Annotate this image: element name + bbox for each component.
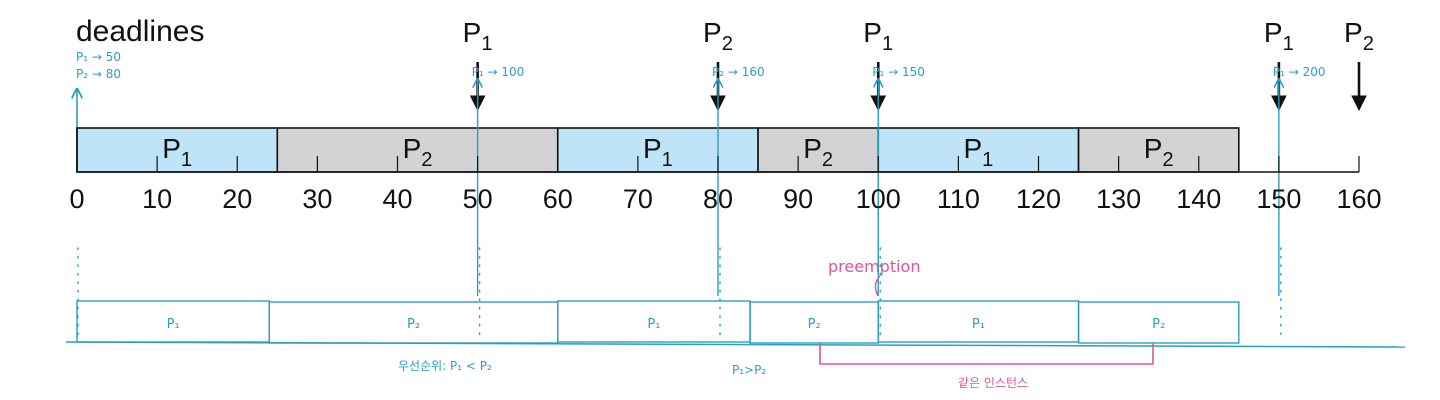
axis-tick-label: 140 bbox=[1176, 184, 1221, 214]
same-instance-label: 같은 인스턴스 bbox=[958, 376, 1028, 390]
lower-segment-label: P₂ bbox=[1152, 317, 1165, 332]
same-instance-bracket bbox=[819, 343, 1154, 365]
lower-segment-label: P₁ bbox=[647, 317, 660, 332]
schedule-segment-label: P2 bbox=[803, 133, 833, 171]
deadline-label: P1 bbox=[1264, 17, 1294, 55]
schedule-segment bbox=[276, 127, 559, 173]
preemption-curve bbox=[874, 275, 881, 297]
schedule-segment-label: P1 bbox=[643, 133, 673, 171]
axis-tick-label: 70 bbox=[623, 184, 653, 214]
schedule-segment bbox=[1077, 127, 1240, 173]
lower-handwritten-timeline: P₁ P₂ P₁ P₂ P₁ P₂ bbox=[65, 247, 1406, 348]
time-axis: 0 10 20 30 40 50 60 70 80 90 100 110 120 130 140 150 160 bbox=[69, 128, 1382, 214]
axis-tick-label: 0 bbox=[69, 184, 84, 214]
preemption-label: preemption bbox=[828, 257, 920, 276]
schedule-segment-label: P1 bbox=[162, 133, 192, 171]
axis-tick-label: 10 bbox=[142, 184, 172, 214]
schedule-segment-label: P2 bbox=[1144, 133, 1174, 171]
axis-tick-label: 130 bbox=[1096, 184, 1141, 214]
lower-segment-label: P₁ bbox=[972, 317, 985, 332]
diagram-title: deadlines bbox=[76, 15, 204, 48]
deadline-note: P₁ → 200 bbox=[1273, 65, 1326, 79]
initial-deadline-note: P₁ → 50 bbox=[76, 50, 121, 64]
priority-note-1: 우선순위: P₁ < P₂ bbox=[398, 359, 492, 373]
deadline-note: P₁ → 100 bbox=[472, 65, 525, 79]
lower-segment-label: P₁ bbox=[167, 317, 180, 332]
axis-tick-label: 100 bbox=[856, 184, 901, 214]
deadline-label: P2 bbox=[703, 17, 733, 55]
axis-tick-label: 120 bbox=[1016, 184, 1061, 214]
deadline-label: P2 bbox=[1344, 17, 1374, 55]
deadline-note: P₂ → 160 bbox=[712, 65, 765, 79]
deadline-label: P1 bbox=[463, 17, 493, 55]
priority-note-2: P₁>P₂ bbox=[732, 363, 766, 377]
axis-tick-label: 60 bbox=[543, 184, 573, 214]
schedule-segment-label: P1 bbox=[963, 133, 993, 171]
lower-segment-label: P₂ bbox=[407, 317, 420, 332]
axis-tick-label: 110 bbox=[937, 184, 980, 214]
axis-tick-label: 80 bbox=[703, 184, 733, 214]
schedule-bar: P1 P2 P1 P2 P1 P2 bbox=[76, 127, 1240, 173]
axis-tick-label: 50 bbox=[463, 184, 493, 214]
axis-tick-label: 40 bbox=[382, 184, 412, 214]
initial-deadline-note: P₂ → 80 bbox=[76, 67, 121, 81]
schedule-segment bbox=[757, 127, 880, 173]
axis-tick-label: 20 bbox=[222, 184, 252, 214]
schedule-segment-label: P2 bbox=[403, 133, 433, 171]
lower-segment bbox=[1077, 301, 1240, 344]
axis-tick-label: 30 bbox=[302, 184, 332, 214]
axis-tick-label: 160 bbox=[1336, 184, 1381, 214]
axis-tick-label: 90 bbox=[783, 184, 813, 214]
axis-tick-label: 150 bbox=[1256, 184, 1301, 214]
deadline-label: P1 bbox=[863, 17, 893, 55]
schedule-segment bbox=[556, 127, 759, 173]
deadline-note: P₁ → 150 bbox=[872, 65, 925, 79]
lower-segment-label: P₂ bbox=[808, 317, 821, 332]
